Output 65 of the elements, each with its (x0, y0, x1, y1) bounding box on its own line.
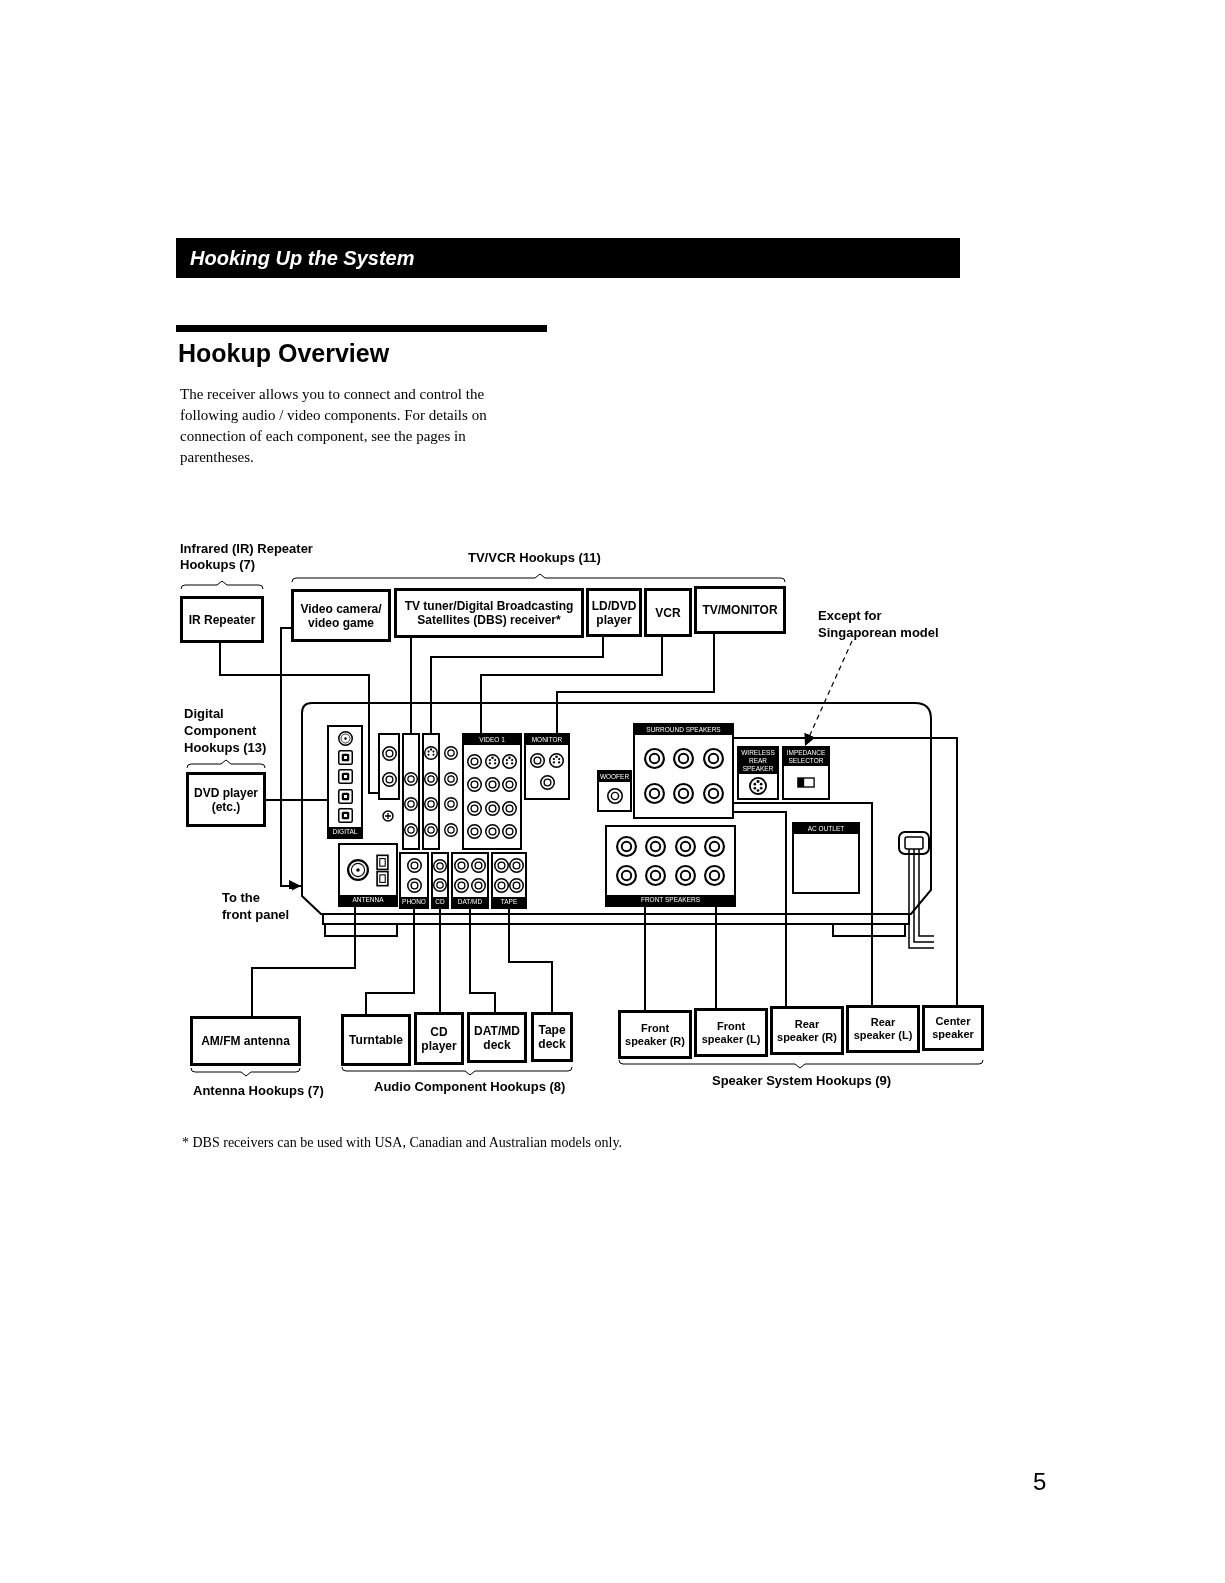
component-box: Turntable (341, 1014, 411, 1066)
component-box: VCR (644, 588, 692, 637)
switch-panel (782, 746, 830, 800)
speaker-terminal-panel (605, 825, 736, 907)
group-heading: Infrared (IR) Repeater Hookups (7) (180, 541, 314, 573)
group-heading: TV/VCR Hookups (11) (468, 550, 601, 566)
group-heading: Audio Component Hookups (8) (374, 1079, 566, 1095)
component-box: TV/MONITOR (694, 586, 786, 634)
component-box: Video camera/ video game (291, 589, 391, 642)
jack-panel (451, 852, 489, 909)
jack-column (422, 733, 440, 850)
cable-line (365, 908, 415, 1015)
page-number: 5 (1033, 1468, 1047, 1496)
component-box: Front speaker (L) (694, 1008, 768, 1057)
cable-line (430, 636, 604, 734)
jack-panel (399, 852, 429, 909)
cable-line (556, 633, 715, 734)
group-heading: Speaker System Hookups (9) (712, 1073, 892, 1089)
antenna-terminal-panel (338, 843, 398, 907)
note-text: Except for Singaporean model (818, 607, 946, 641)
cable-line (644, 906, 646, 1011)
cable-line (469, 908, 496, 1013)
cable-line (715, 906, 717, 1009)
jack-box (378, 733, 400, 800)
component-box: Center speaker (922, 1005, 984, 1051)
jack-panel (524, 733, 570, 800)
cable-line (251, 906, 356, 1017)
cable-line (733, 802, 873, 1006)
jack-panel (597, 770, 632, 812)
cable-line (733, 737, 958, 1006)
component-box: IR Repeater (180, 596, 264, 643)
component-box: DVD player (etc.) (186, 772, 266, 827)
jack-panel (462, 733, 522, 850)
cable-line (733, 811, 787, 1007)
component-box: Tape deck (531, 1012, 573, 1062)
connector-panel (737, 746, 779, 800)
cable-line (508, 908, 553, 1013)
component-box: AM/FM antenna (190, 1016, 301, 1066)
jack-column (402, 733, 420, 850)
jack-panel (491, 852, 527, 909)
group-heading: Digital Component Hookups (13) (184, 705, 268, 756)
cable-line (265, 799, 328, 801)
edge-label: To the front panel (222, 889, 292, 923)
cable-line (439, 908, 441, 1013)
component-box: DAT/MD deck (467, 1012, 527, 1063)
component-box: Front speaker (R) (618, 1010, 692, 1059)
component-box: LD/DVD player (586, 588, 642, 637)
speaker-terminal-panel (633, 723, 734, 819)
component-box: CD player (414, 1012, 464, 1065)
cable-line (480, 636, 663, 734)
ac-outlet-panel (792, 822, 860, 894)
intro-paragraph: The receiver allows you to connect and control the following audio / video components. For details on connection of each component, see the pages in parentheses. (180, 385, 488, 467)
jack-panel (431, 852, 449, 909)
cable-line (219, 642, 379, 794)
component-box: TV tuner/Digital Broadcasting Satellites (DBS) receiver* (394, 588, 584, 638)
header-title: Hooking Up the System (190, 246, 415, 271)
component-box: Rear speaker (L) (846, 1005, 920, 1053)
arrow (280, 627, 302, 892)
component-box: Rear speaker (R) (770, 1006, 844, 1055)
group-heading: Antenna Hookups (7) (193, 1083, 324, 1099)
leader-line (804, 640, 853, 747)
cable-line (410, 637, 412, 734)
footnote: * DBS receivers can be used with USA, Canadian and Australian models only. (182, 1134, 622, 1152)
page-heading: Hookup Overview (178, 338, 390, 369)
jack-panel (327, 725, 363, 839)
